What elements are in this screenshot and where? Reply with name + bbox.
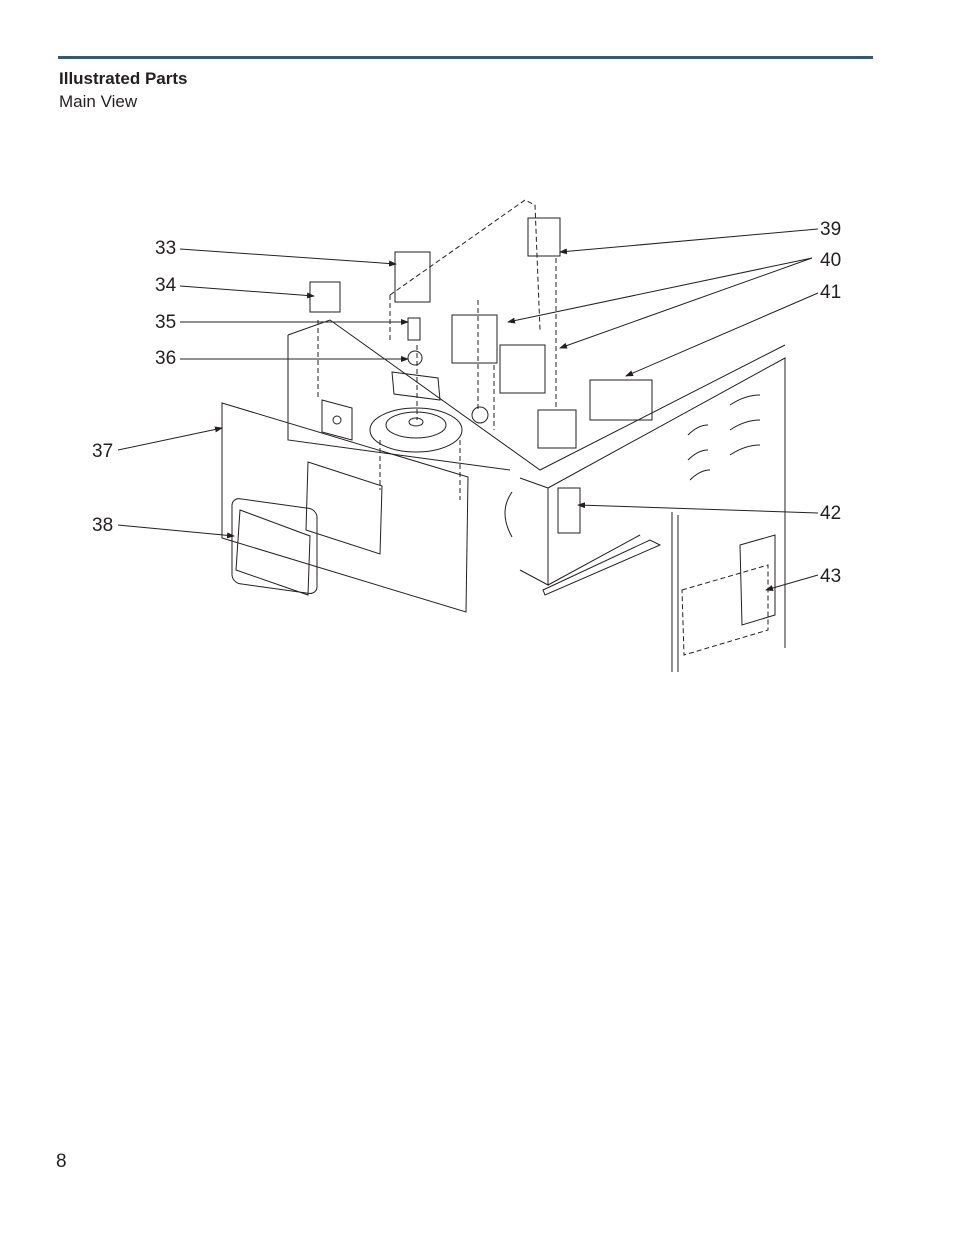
callout-33: 33 [155, 238, 177, 259]
callout-34: 34 [155, 275, 177, 296]
callout-36: 36 [155, 348, 177, 369]
callout-38: 38 [92, 515, 114, 536]
callout-43: 43 [820, 566, 842, 587]
callout-39: 39 [820, 219, 842, 240]
callout-42: 42 [820, 503, 842, 524]
page-number: 8 [56, 1151, 67, 1172]
header-rule [58, 56, 873, 59]
callout-40: 40 [820, 250, 842, 271]
callout-41: 41 [820, 282, 842, 303]
callout-35: 35 [155, 312, 177, 333]
page-subtitle: Main View [59, 92, 138, 111]
callout-37: 37 [92, 441, 114, 462]
page-title: Illustrated Parts [59, 69, 188, 88]
